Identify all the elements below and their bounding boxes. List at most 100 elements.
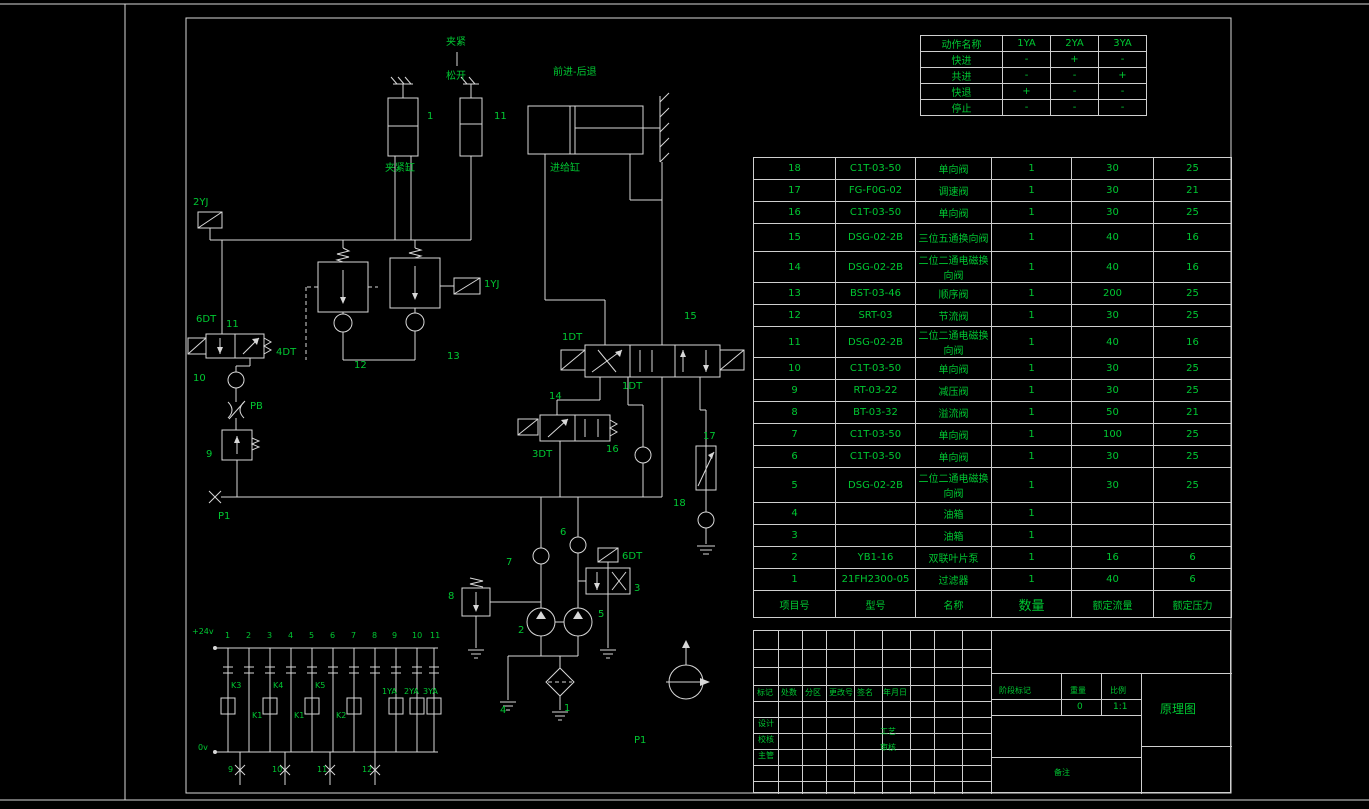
action-state-table: 动作名称 1YA 2YA 3YA 快进 - + - 共进 - - + 快退 + … — [920, 35, 1147, 116]
reducing-valve-9 — [221, 429, 261, 497]
part-qty: 1 — [991, 401, 1072, 424]
part-qty: 1 — [991, 304, 1072, 327]
title-change-zone: 分区 — [805, 688, 821, 697]
label-v14: 14 — [549, 391, 562, 402]
part-no: 9 — [753, 379, 836, 402]
action-header: 1YA — [1002, 35, 1051, 52]
ladder-col: 7 — [351, 631, 357, 640]
part-pressure: 25 — [1153, 304, 1232, 327]
top-bus-line — [210, 239, 471, 334]
sequence-valve-12 — [317, 247, 415, 361]
part-model: RT-03-22 — [835, 379, 916, 402]
label-feed-cyl: 进给缸 — [550, 163, 580, 174]
col-header-flow: 额定流量 — [1071, 590, 1154, 618]
part-name: 顺序阀 — [915, 282, 992, 305]
coil-label: 2YA — [404, 687, 419, 696]
directional-valve-15 — [556, 344, 745, 447]
ladder-bottom-num: 9 — [228, 765, 234, 774]
action-name: 快退 — [920, 83, 1003, 100]
solenoid-valve-11 — [187, 333, 273, 372]
part-no: 7 — [753, 423, 836, 446]
part-pressure: 25 — [1153, 379, 1232, 402]
label-pb: PB — [250, 401, 263, 412]
label-1yj: 1YJ — [484, 279, 500, 290]
part-model: C1T-03-50 — [835, 157, 916, 180]
part-pressure: 16 — [1153, 251, 1232, 283]
part-pressure: 25 — [1153, 282, 1232, 305]
label-4dt: 4DT — [276, 347, 297, 358]
part-qty: 1 — [991, 524, 1072, 547]
label-v12: 12 — [354, 360, 367, 371]
part-qty: 1 — [991, 223, 1072, 252]
part-model: C1T-03-50 — [835, 357, 916, 380]
ladder-col: 3 — [267, 631, 273, 640]
title-change-mark: 标记 — [757, 688, 773, 697]
clamp-cylinder-1 — [387, 76, 419, 240]
ladder-bottom-num: 12 — [362, 765, 373, 774]
part-qty: 1 — [991, 467, 1072, 503]
clamp-cylinder-2 — [459, 76, 483, 240]
coil-label: 3YA — [423, 687, 438, 696]
label-p1-b: P1 — [634, 735, 647, 746]
part-no: 18 — [753, 157, 836, 180]
part-qty: 1 — [991, 282, 1072, 305]
part-flow: 40 — [1071, 568, 1154, 591]
part-no: 3 — [753, 524, 836, 547]
throttle-pb — [227, 400, 246, 430]
label-6dt: 6DT — [196, 314, 217, 325]
part-name: 减压阀 — [915, 379, 992, 402]
part-flow — [1071, 502, 1154, 525]
title-block: 标记 处数 分区 更改号 签名 年月日 设计 校核 主管 工艺 审核 阶段标记 … — [753, 630, 1232, 794]
label-clamp: 夹紧 — [446, 37, 466, 48]
label-v16: 16 — [606, 444, 619, 455]
part-no: 8 — [753, 401, 836, 424]
part-model: C1T-03-50 — [835, 423, 916, 446]
label-p1: P1 — [218, 511, 231, 522]
part-flow: 30 — [1071, 179, 1154, 202]
part-pressure: 25 — [1153, 445, 1232, 468]
label-fwd-back: 前进-后退 — [553, 67, 597, 78]
part-flow: 30 — [1071, 157, 1154, 180]
action-header: 3YA — [1098, 35, 1147, 52]
part-no: 15 — [753, 223, 836, 252]
label-v18: 18 — [673, 498, 686, 509]
label-11: 11 — [494, 111, 507, 122]
part-flow: 16 — [1071, 546, 1154, 569]
part-model: FG-F0G-02 — [835, 179, 916, 202]
part-model: C1T-03-50 — [835, 201, 916, 224]
title-scale-value: 1:1 — [1113, 702, 1128, 712]
part-no: 10 — [753, 357, 836, 380]
part-pressure: 6 — [1153, 568, 1232, 591]
part-flow: 40 — [1071, 251, 1154, 283]
part-qty: 1 — [991, 357, 1072, 380]
part-name: 双联叶片泵 — [915, 546, 992, 569]
ladder-bottom-num: 10 — [272, 765, 283, 774]
part-model: YB1-16 — [835, 546, 916, 569]
action-header: 动作名称 — [920, 35, 1003, 52]
label-1dt-a: 1DT — [562, 332, 583, 343]
part-name: 单向阀 — [915, 357, 992, 380]
relay-label: K1 — [252, 711, 263, 720]
ladder-col: 5 — [309, 631, 315, 640]
part-model: DSG-02-2B — [835, 251, 916, 283]
part-pressure — [1153, 502, 1232, 525]
part-no: 11 — [753, 326, 836, 358]
label-3dt: 3DT — [532, 449, 553, 460]
table-row: 共进 - - + — [920, 67, 1147, 84]
part-model: SRT-03 — [835, 304, 916, 327]
part-name: 单向阀 — [915, 201, 992, 224]
part-flow: 30 — [1071, 467, 1154, 503]
relay-label: K5 — [315, 681, 326, 690]
check-valve-16 — [634, 446, 652, 497]
label-v15: 15 — [684, 311, 697, 322]
part-qty: 1 — [991, 157, 1072, 180]
pilot-valve-1yj — [440, 277, 481, 295]
